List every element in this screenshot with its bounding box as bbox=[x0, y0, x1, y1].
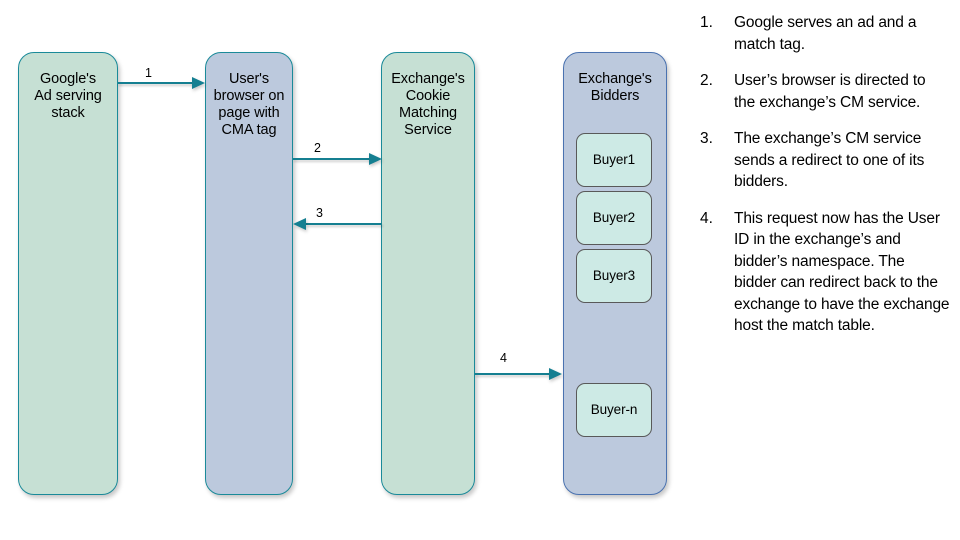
step-text: The exchange’s CM service sends a redire… bbox=[734, 130, 925, 190]
arrow-2-label: 2 bbox=[314, 141, 321, 155]
arrow-2-line bbox=[293, 158, 371, 160]
arrow-4-line bbox=[475, 373, 551, 375]
list-item: 4. This request now has the User ID in t… bbox=[700, 208, 950, 337]
arrow-1-label: 1 bbox=[145, 66, 152, 80]
step-text: This request now has the User ID in the … bbox=[734, 209, 950, 335]
list-item: 1. Google serves an ad and a match tag. bbox=[700, 12, 950, 55]
buyer-box-n[interactable]: Buyer-n bbox=[576, 383, 652, 437]
steps-list: 1. Google serves an ad and a match tag. … bbox=[700, 12, 950, 352]
node-user-browser[interactable]: User's browser on page with CMA tag bbox=[205, 52, 293, 495]
arrow-1-line bbox=[118, 82, 194, 84]
arrow-3-line bbox=[306, 223, 382, 225]
node-exchange-cookie-matching-service[interactable]: Exchange's Cookie Matching Service bbox=[381, 52, 475, 495]
list-item: 3. The exchange’s CM service sends a red… bbox=[700, 128, 950, 193]
buyer-box-3[interactable]: Buyer3 bbox=[576, 249, 652, 303]
arrow-2-head-icon bbox=[369, 152, 382, 165]
arrow-3-head-icon bbox=[293, 217, 306, 230]
step-text: Google serves an ad and a match tag. bbox=[734, 14, 917, 53]
step-number: 1. bbox=[700, 14, 713, 31]
step-number: 2. bbox=[700, 72, 713, 89]
node-google-ad-serving-stack[interactable]: Google's Ad serving stack bbox=[18, 52, 118, 495]
arrow-4-label: 4 bbox=[500, 351, 507, 365]
arrow-4-head-icon bbox=[549, 367, 562, 380]
arrow-1-head-icon bbox=[192, 76, 205, 89]
list-item: 2. User’s browser is directed to the exc… bbox=[700, 70, 950, 113]
step-number: 4. bbox=[700, 209, 713, 227]
arrow-3-label: 3 bbox=[316, 206, 323, 220]
buyer-box-1[interactable]: Buyer1 bbox=[576, 133, 652, 187]
step-number: 3. bbox=[700, 130, 713, 147]
buyer-box-2[interactable]: Buyer2 bbox=[576, 191, 652, 245]
step-text: User’s browser is directed to the exchan… bbox=[734, 72, 926, 111]
